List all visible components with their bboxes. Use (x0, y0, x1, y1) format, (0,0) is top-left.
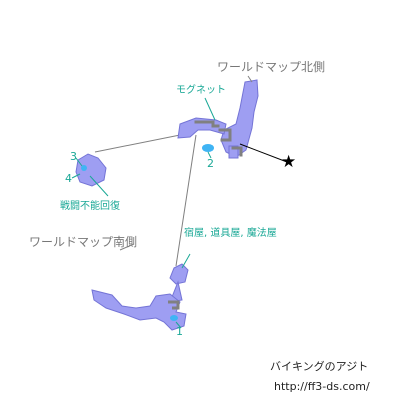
credit-title: バイキングのアジト (270, 360, 369, 373)
west-room (75, 153, 107, 187)
marker-3: 3 (70, 150, 77, 163)
star-pointer-line (239, 143, 288, 163)
label-world-south: ワールドマップ南側 (29, 235, 138, 249)
line-cave-to-south (175, 134, 197, 267)
marker-4: 4 (65, 172, 72, 185)
spring-1 (170, 315, 178, 321)
star-icon: ★ (281, 152, 297, 172)
south-cave (91, 263, 189, 331)
south-stairs (168, 300, 180, 310)
label-unable-battle-recovery: 戦闘不能回復 (60, 201, 120, 212)
north-stairs (194, 120, 243, 157)
line-cave-to-west-room (94, 134, 181, 153)
marker-1: 1 (176, 325, 183, 338)
spring-3-4 (81, 165, 87, 171)
callout-lines (71, 97, 216, 329)
credit-url[interactable]: http://ff3-ds.com/ (274, 380, 370, 393)
connection-lines (94, 134, 197, 267)
label-world-north: ワールドマップ北側 (217, 60, 326, 74)
label-inn-shops: 宿屋, 道具屋, 魔法屋 (184, 228, 277, 239)
label-moogle-net: モグネット (176, 85, 226, 96)
world-map-callouts (119, 75, 253, 251)
spring-2 (202, 144, 214, 152)
marker-2: 2 (207, 157, 214, 170)
